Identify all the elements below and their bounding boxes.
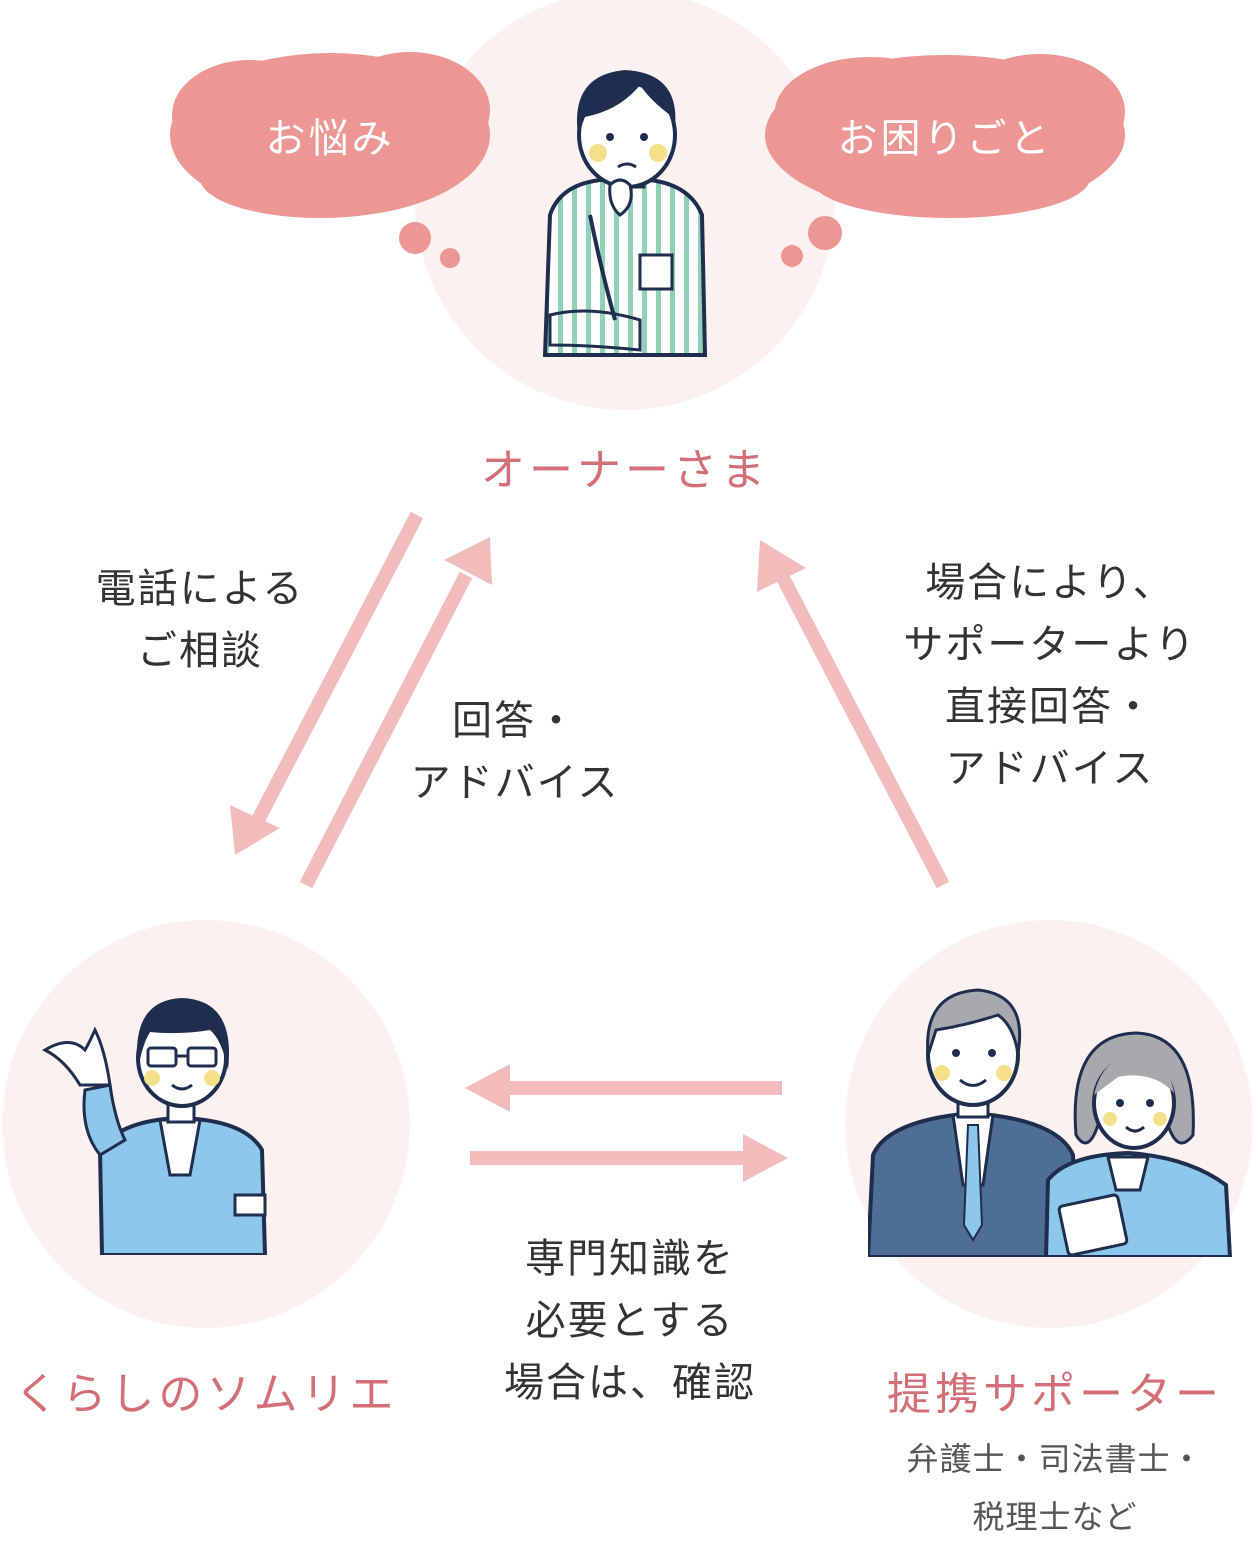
thinking-man-icon xyxy=(542,70,708,357)
staff-woman-icon xyxy=(41,998,268,1255)
direct-answer-line3: 直接回答・ xyxy=(945,684,1155,730)
bubble-right-shape xyxy=(765,54,1125,267)
thought-bubbles xyxy=(170,52,1125,268)
direct-answer-label: 場合により、 サポーターより 直接回答・ アドバイス xyxy=(875,552,1225,800)
answer-line2: アドバイス xyxy=(410,760,620,806)
businessman-icon xyxy=(868,988,1233,1257)
phone-consult-label: 電話による ご相談 xyxy=(70,558,330,682)
arrow-direct-answer xyxy=(757,540,950,889)
confirm-line2: 必要とする xyxy=(525,1298,735,1344)
arrow-phone-consult xyxy=(230,511,424,855)
phone-consult-line2: ご相談 xyxy=(137,628,263,674)
confirm-line1: 専門知識を xyxy=(525,1236,735,1282)
arrow-answer xyxy=(299,537,492,889)
partner-sublabel: 弁護士・司法書士・ 税理士など xyxy=(860,1430,1250,1546)
answer-label: 回答・ アドバイス xyxy=(390,690,640,814)
answer-line1: 回答・ xyxy=(452,698,578,744)
bubble-left-text: お悩み xyxy=(265,116,395,162)
partner-label: 提携サポーター xyxy=(887,1369,1223,1420)
bubble-right-text: お困りごと xyxy=(837,116,1053,162)
partner-sublabel-line1: 弁護士・司法書士・ xyxy=(906,1440,1204,1478)
arrow-to-partner xyxy=(470,1134,788,1182)
phone-consult-line1: 電話による xyxy=(95,566,305,612)
direct-answer-line4: アドバイス xyxy=(945,746,1155,792)
confirm-label: 専門知識を 必要とする 場合は、確認 xyxy=(470,1228,790,1414)
bubble-left-shape xyxy=(170,52,490,268)
confirm-line3: 場合は、確認 xyxy=(504,1360,756,1406)
sommelier-label: くらしのソムリエ xyxy=(14,1369,398,1420)
owner-label: オーナーさま xyxy=(481,445,769,496)
direct-answer-line1: 場合により、 xyxy=(925,560,1175,606)
arrow-to-sommelier xyxy=(465,1064,782,1112)
partner-sublabel-line2: 税理士など xyxy=(972,1498,1138,1536)
businesswoman-icon xyxy=(1043,1031,1233,1257)
direct-answer-line2: サポーターより xyxy=(903,622,1197,668)
